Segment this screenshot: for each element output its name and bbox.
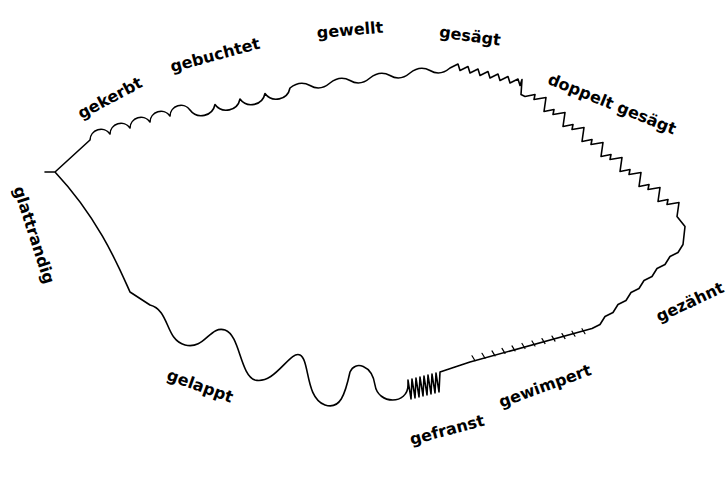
margin-label: gesägt [438,22,502,50]
margin-label: gefranst [408,411,487,449]
margin-label: gewimpert [496,360,594,411]
margin-label: gewellt [316,18,384,43]
margin-label: doppelt gesägt [545,70,679,139]
margin-label: gekerbt [74,73,145,123]
margin-label: gelappt [164,365,236,407]
margin-label: glattrandig [9,184,59,286]
margin-label: gebuchtet [168,34,262,76]
margin-label: gezähnt [653,278,727,326]
